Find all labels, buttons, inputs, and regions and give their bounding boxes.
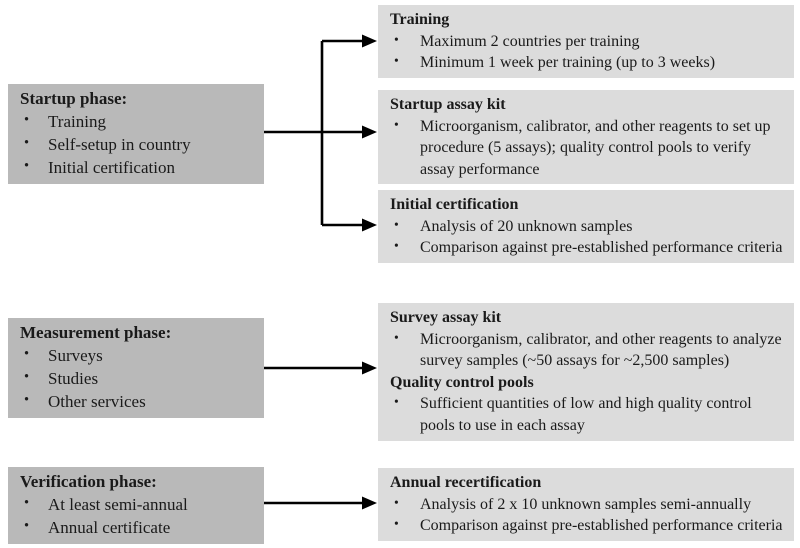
- arrowhead-verification: [362, 496, 377, 510]
- annual-recertification-box: Annual recertification • Analysis of 2 x…: [378, 468, 794, 541]
- bullet-icon: •: [394, 494, 399, 510]
- list-item: • Sufficient quantities of low and high …: [390, 393, 786, 436]
- arrowhead-startup-assay-kit: [362, 125, 377, 139]
- arrowhead-initial-certification: [362, 218, 377, 232]
- bullet-icon: •: [24, 111, 30, 128]
- startup-phase-title: Startup phase:: [20, 89, 128, 108]
- quality-control-pools-title: Quality control pools: [390, 373, 534, 391]
- list-item: • Surveys: [20, 345, 256, 368]
- bullet-icon: •: [394, 216, 399, 232]
- list-item: • Microorganism, calibrator, and other r…: [390, 116, 786, 181]
- list-item: • Comparison against pre-established per…: [390, 515, 786, 537]
- list-item-label: Initial certification: [48, 157, 175, 177]
- list-item-label: Analysis of 20 unknown samples: [420, 217, 633, 235]
- arrowhead-training: [362, 34, 377, 48]
- bullet-icon: •: [24, 157, 30, 174]
- list-item-label: Minimum 1 week per training (up to 3 wee…: [420, 54, 716, 72]
- bullet-icon: •: [394, 238, 399, 254]
- list-item: • Analysis of 2 x 10 unknown samples sem…: [390, 494, 786, 516]
- list-item-label: Analysis of 2 x 10 unknown samples semi-…: [420, 495, 752, 513]
- list-item: • Maximum 2 countries per training: [390, 31, 786, 53]
- training-detail-title: Training: [390, 11, 450, 28]
- list-item: • Initial certification: [20, 157, 256, 180]
- initial-certification-title: Initial certification: [390, 196, 519, 213]
- bullet-icon: •: [394, 116, 399, 132]
- list-item: • Other services: [20, 391, 256, 414]
- list-item-label: Surveys: [48, 345, 103, 365]
- list-item-label: Other services: [48, 391, 146, 411]
- annual-recertification-title: Annual recertification: [390, 474, 542, 491]
- measurement-phase-box: Measurement phase: • Surveys • Studies •…: [8, 318, 264, 418]
- bullet-icon: •: [394, 516, 399, 532]
- startup-branch-line: [264, 41, 324, 225]
- startup-assay-kit-title: Startup assay kit: [390, 96, 506, 113]
- bullet-icon: •: [24, 391, 30, 408]
- list-item-label: Training: [48, 111, 106, 131]
- verification-phase-box: Verification phase: • At least semi-annu…: [8, 467, 264, 544]
- list-item: • Comparison against pre-established per…: [390, 237, 786, 259]
- bullet-icon: •: [24, 345, 30, 362]
- list-item: • Microorganism, calibrator, and other r…: [390, 329, 786, 372]
- bullet-icon: •: [394, 53, 399, 69]
- list-item: • Minimum 1 week per training (up to 3 w…: [390, 52, 786, 74]
- list-item-label: Maximum 2 countries per training: [420, 32, 640, 50]
- measurement-phase-title: Measurement phase:: [20, 323, 172, 342]
- list-item: • At least semi-annual: [20, 494, 256, 517]
- bullet-icon: •: [24, 517, 30, 534]
- training-detail-box: Training • Maximum 2 countries per train…: [378, 5, 794, 78]
- survey-assay-kit-title: Survey assay kit: [390, 309, 502, 326]
- bullet-icon: •: [24, 494, 30, 511]
- list-item: • Analysis of 20 unknown samples: [390, 216, 786, 238]
- list-item-label: Self-setup in country: [48, 134, 191, 154]
- survey-assay-kit-box: Survey assay kit • Microorganism, calibr…: [378, 303, 794, 441]
- list-item: • Self-setup in country: [20, 134, 256, 157]
- arrowhead-measurement: [362, 361, 377, 375]
- list-item-label: Comparison against pre-established perfo…: [420, 517, 783, 535]
- list-item: • Annual certificate: [20, 517, 256, 540]
- verification-phase-title: Verification phase:: [20, 472, 157, 491]
- bullet-icon: •: [24, 368, 30, 385]
- initial-certification-box: Initial certification • Analysis of 20 u…: [378, 190, 794, 263]
- list-item-label: Annual certificate: [48, 517, 171, 537]
- list-item-label: Microorganism, calibrator, and other rea…: [420, 117, 771, 178]
- list-item-label: Microorganism, calibrator, and other rea…: [420, 330, 782, 370]
- startup-phase-box: Startup phase: • Training • Self-setup i…: [8, 84, 264, 184]
- bullet-icon: •: [394, 394, 399, 410]
- bullet-icon: •: [394, 31, 399, 47]
- startup-assay-kit-box: Startup assay kit • Microorganism, calib…: [378, 90, 794, 185]
- list-item-label: At least semi-annual: [48, 494, 188, 514]
- list-item-label: Studies: [48, 368, 99, 388]
- list-item-label: Sufficient quantities of low and high qu…: [420, 395, 752, 434]
- bullet-icon: •: [24, 134, 30, 151]
- list-item: • Training: [20, 111, 256, 134]
- list-item-label: Comparison against pre-established perfo…: [420, 239, 783, 257]
- bullet-icon: •: [394, 329, 399, 345]
- list-item: • Studies: [20, 368, 256, 391]
